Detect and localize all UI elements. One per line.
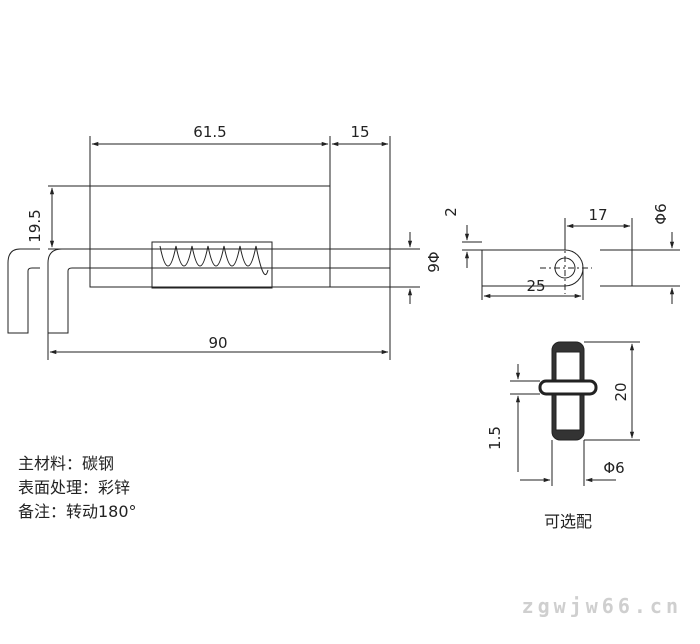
- dim-90-label: 90: [208, 334, 227, 352]
- spring-housing: [151, 241, 273, 289]
- optional-part-view: [510, 341, 640, 486]
- side-view-labels: 2 17 25 Φ6: [442, 203, 670, 295]
- main-view-labels: 61.5 15 19.5 90 Φ6: [26, 123, 442, 352]
- bent-handle: [47, 248, 90, 334]
- hinge-body: [89, 185, 331, 288]
- note-material: 主材料：碳钢: [18, 454, 115, 473]
- dim-61-5-label: 61.5: [193, 123, 226, 141]
- dim-15-label: 15: [350, 123, 369, 141]
- optional-view-labels: 20 1.5 Φ6: [486, 382, 630, 477]
- side-view: [462, 218, 680, 304]
- dim-phi6-main-label: Φ6: [424, 251, 442, 272]
- main-view: [7, 136, 420, 360]
- dim-2-label: 2: [442, 207, 460, 217]
- dim-25-label: 25: [526, 277, 545, 295]
- dim-20-label: 20: [612, 382, 630, 401]
- optional-caption: 可选配: [544, 512, 593, 531]
- dim-phi6-opt-label: Φ6: [603, 459, 624, 477]
- note-remark: 备注：转动180°: [18, 502, 137, 521]
- note-surface: 表面处理：彩锌: [18, 478, 131, 497]
- dim-phi6-side-label: Φ6: [652, 203, 670, 224]
- dim-1-5-label: 1.5: [486, 426, 504, 450]
- optional-washer: [538, 379, 598, 396]
- watermark-text: zgwjw66.cn: [521, 594, 682, 618]
- dim-19-5-label: 19.5: [26, 209, 44, 242]
- dim-17-label: 17: [588, 206, 607, 224]
- handle-side-profile: [7, 248, 40, 334]
- spring-coil: [159, 245, 269, 275]
